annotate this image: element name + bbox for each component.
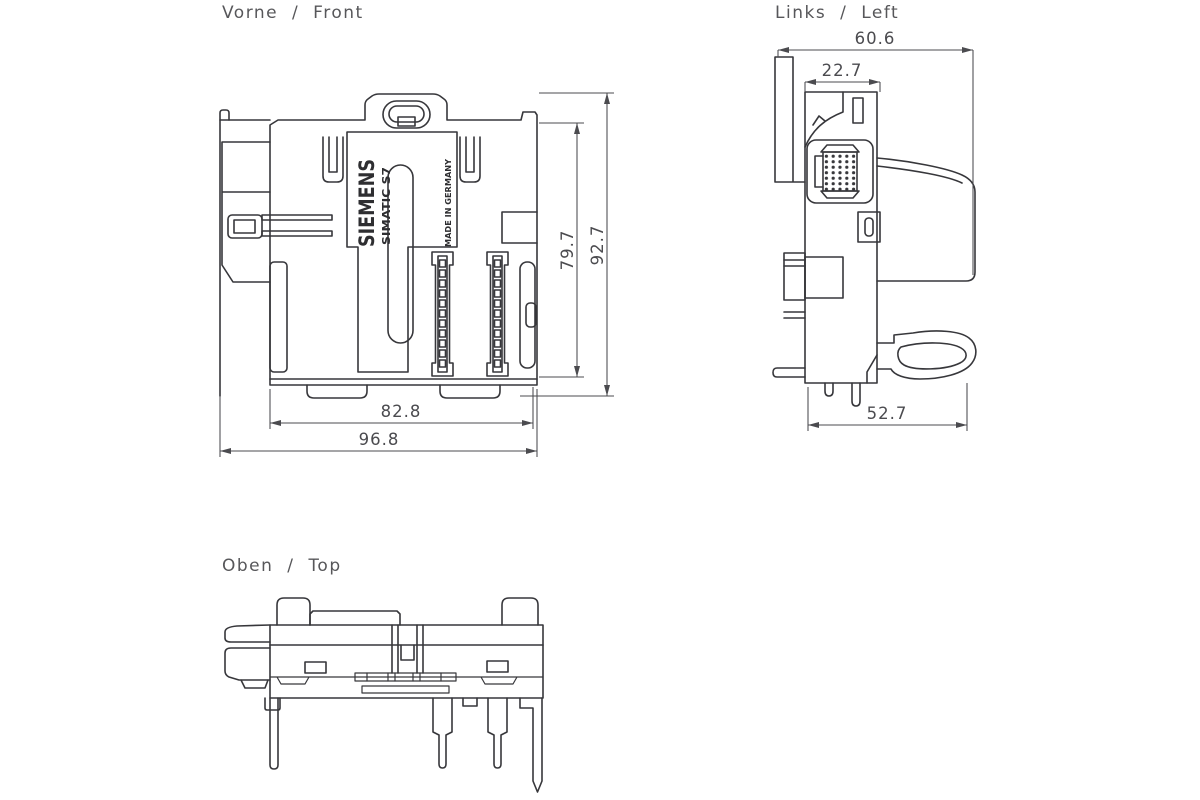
dim-left-body-depth: 52.7 bbox=[867, 404, 908, 423]
rail-latch bbox=[866, 330, 977, 384]
bus-connector-side bbox=[783, 252, 844, 319]
mounting-slot bbox=[382, 100, 431, 129]
view-label-top: Oben / Top bbox=[222, 556, 342, 576]
rail-clamp bbox=[354, 672, 457, 694]
dim-front-inner-height: 79.7 bbox=[558, 230, 577, 271]
slot-block bbox=[857, 211, 881, 243]
left-module-outline bbox=[772, 56, 977, 407]
rail-column bbox=[391, 624, 424, 674]
dim-front-inner-width: 82.8 bbox=[381, 402, 422, 421]
brand-text: SIEMENS bbox=[355, 159, 379, 247]
view-label-left: Links / Left bbox=[775, 3, 900, 23]
left-view-drawing: 60.6 22.7 52.7 bbox=[772, 29, 977, 431]
product-text: SIMATIC S7 bbox=[381, 167, 393, 245]
dim-front-outer-width: 96.8 bbox=[359, 430, 400, 449]
dim-left-total-depth: 60.6 bbox=[855, 29, 896, 48]
front-plate bbox=[774, 56, 806, 183]
view-label-front: Vorne / Front bbox=[222, 3, 364, 23]
housing-panel bbox=[876, 157, 976, 282]
top-view-pins bbox=[264, 697, 543, 793]
top-tab-left bbox=[276, 597, 311, 626]
top-tab-right bbox=[501, 597, 539, 626]
front-dimensions bbox=[219, 92, 614, 457]
bus-connector-left bbox=[219, 109, 333, 397]
top-view-drawing bbox=[224, 597, 544, 793]
front-module-outline bbox=[219, 93, 538, 399]
terminal-strip-2 bbox=[486, 251, 509, 377]
hook-channel-left bbox=[322, 136, 344, 183]
right-edge-details bbox=[501, 211, 538, 369]
front-view-drawing: SIEMENS SIMATIC S7 MADE IN GERMANY 79.7 … bbox=[219, 92, 614, 457]
subd-connector bbox=[806, 139, 874, 204]
top-module-outline bbox=[224, 597, 544, 793]
left-view-pins bbox=[772, 367, 861, 407]
label-plate bbox=[346, 131, 458, 373]
origin-text: MADE IN GERMANY bbox=[444, 159, 453, 247]
hook-channel-right bbox=[459, 136, 481, 183]
top-bus-connector bbox=[224, 624, 271, 689]
dim-left-front-depth: 22.7 bbox=[822, 61, 863, 80]
dim-front-outer-height: 92.7 bbox=[588, 225, 607, 266]
left-dimensions bbox=[777, 47, 974, 431]
terminal-strip-1 bbox=[431, 251, 454, 377]
